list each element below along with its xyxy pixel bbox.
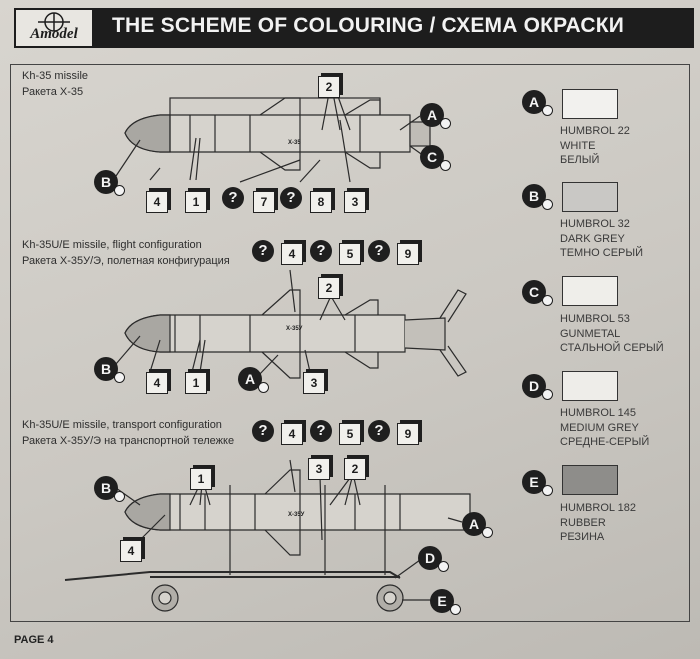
brush-icon (114, 491, 125, 502)
callout-box-2: 2 (318, 277, 340, 299)
logo-text: Amodel (30, 26, 78, 42)
missile-kh35u-transport-drawing (64, 459, 471, 612)
legend-marker-d: D (522, 374, 553, 400)
colour-marker-b: B (94, 357, 125, 383)
callout-box-4: 4 (146, 191, 168, 213)
question-icon: ? (310, 420, 332, 442)
brush-icon (114, 185, 125, 196)
legend-entry-c: HUMBROL 53 GUNMETAL СТАЛЬНОЙ СЕРЫЙ (560, 313, 664, 354)
brush-icon (542, 295, 553, 306)
callout-box-2: 2 (318, 76, 340, 98)
callout-box-3: 3 (303, 372, 325, 394)
callout-box-4: 4 (146, 372, 168, 394)
brush-icon (258, 382, 269, 393)
missile-kh35-drawing (115, 87, 431, 183)
swatch-humbrol-182 (562, 465, 618, 495)
question-icon: ? (252, 240, 274, 262)
question-icon: ? (222, 187, 244, 209)
logo-emblem-icon (38, 12, 70, 32)
brush-icon (114, 372, 125, 383)
scheme-frame (10, 64, 690, 622)
section-1-title-ru: Ракета Х-35 (22, 86, 84, 98)
question-icon: ? (368, 420, 390, 442)
legend-marker-b: B (522, 184, 553, 210)
colour-marker-c: C (420, 145, 451, 171)
brush-icon (440, 118, 451, 129)
callout-box-9: 9 (397, 423, 419, 445)
section-3-title-ru: Ракета Х-35У/Э на транспортной тележке (22, 435, 235, 447)
page-title: THE SCHEME OF COLOURING / СХЕМА ОКРАСКИ (112, 14, 625, 37)
section-2-title-en: Kh-35U/E missile, flight configuration (22, 239, 202, 251)
legend-entry-e: HUMBROL 182 RUBBER РЕЗИНА (560, 502, 637, 543)
callout-box-2: 2 (344, 458, 366, 480)
colour-marker-b: B (94, 476, 125, 502)
question-icon: ? (368, 240, 390, 262)
swatch-humbrol-53 (562, 276, 618, 306)
brush-icon (542, 105, 553, 116)
colour-marker-a: A (462, 512, 493, 538)
section-2-caption: Kh-35U/E missile, flight configuration Р… (22, 237, 230, 269)
colour-marker-a: A (238, 367, 269, 393)
callout-box-4: 4 (281, 243, 303, 265)
question-icon: ? (280, 187, 302, 209)
missile-3-marking: Х-35У (288, 512, 305, 518)
callout-box-7: 7 (253, 191, 275, 213)
section-1-caption: Kh-35 missile Ракета Х-35 (22, 68, 88, 100)
swatch-humbrol-22 (562, 89, 618, 119)
callout-box-4: 4 (120, 540, 142, 562)
missile-1-marking: Х-35 (288, 140, 301, 146)
callout-box-5: 5 (339, 423, 361, 445)
section-3-caption: Kh-35U/E missile, transport configuratio… (22, 417, 234, 449)
amodel-logo: Amodel (14, 8, 94, 48)
callout-box-5: 5 (339, 243, 361, 265)
callout-box-1: 1 (185, 372, 207, 394)
callout-box-4: 4 (281, 423, 303, 445)
missile-kh35u-flight-drawing (115, 269, 467, 379)
brush-icon (542, 199, 553, 210)
brush-icon (542, 389, 553, 400)
colour-marker-b: B (94, 170, 125, 196)
swatch-humbrol-32 (562, 182, 618, 212)
question-icon: ? (252, 420, 274, 442)
callout-box-8: 8 (310, 191, 332, 213)
swatch-humbrol-145 (562, 371, 618, 401)
colour-marker-a: A (420, 103, 451, 129)
colour-marker-d: D (418, 546, 449, 572)
brush-icon (482, 527, 493, 538)
missile-2-marking: Х-35У (286, 326, 303, 332)
brush-icon (542, 485, 553, 496)
brush-icon (438, 561, 449, 572)
legend-marker-a: A (522, 90, 553, 116)
callout-box-3: 3 (344, 191, 366, 213)
legend-entry-d: HUMBROL 145 MEDIUM GREY СРЕДНЕ-СЕРЫЙ (560, 407, 650, 448)
brush-icon (440, 160, 451, 171)
section-2-title-ru: Ракета Х-35У/Э, полетная конфигурация (22, 255, 230, 267)
legend-entry-a: HUMBROL 22 WHITE БЕЛЫЙ (560, 125, 630, 166)
section-3-title-en: Kh-35U/E missile, transport configuratio… (22, 419, 222, 431)
section-1-title-en: Kh-35 missile (22, 70, 89, 82)
legend-marker-c: C (522, 280, 553, 306)
callout-box-3: 3 (308, 458, 330, 480)
callout-box-1: 1 (190, 468, 212, 490)
page-number: PAGE 4 (14, 634, 54, 646)
question-icon: ? (310, 240, 332, 262)
brush-icon (450, 604, 461, 615)
legend-entry-b: HUMBROL 32 DARK GREY ТЕМНО СЕРЫЙ (560, 218, 644, 259)
callout-box-1: 1 (185, 191, 207, 213)
callout-box-9: 9 (397, 243, 419, 265)
colour-marker-e: E (430, 589, 461, 615)
legend-marker-e: E (522, 470, 553, 496)
header-bar (14, 8, 694, 48)
